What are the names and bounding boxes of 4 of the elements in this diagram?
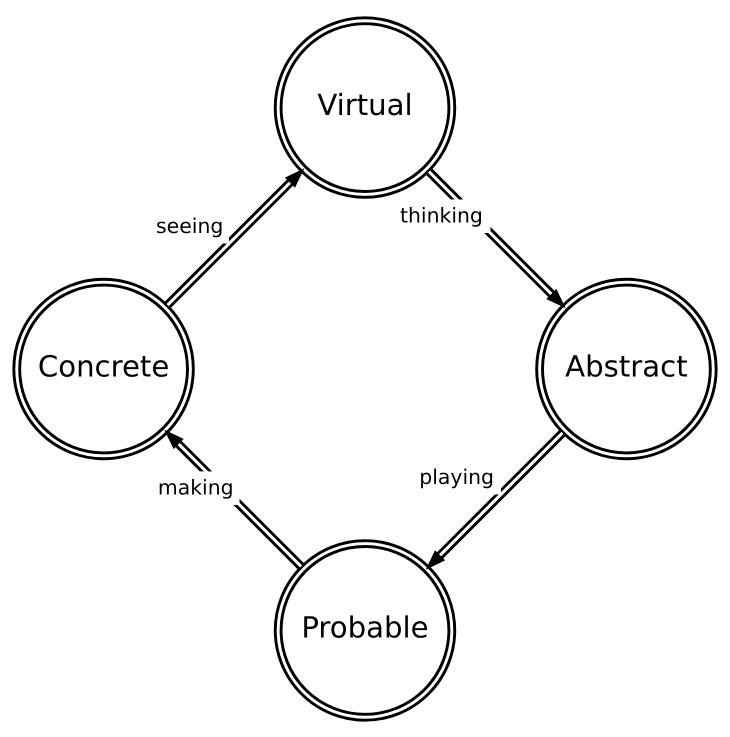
- edge-label: seeing: [156, 213, 224, 238]
- edge-label: thinking: [400, 202, 483, 227]
- edge-label: making: [158, 474, 234, 499]
- edge-label: playing: [419, 464, 494, 488]
